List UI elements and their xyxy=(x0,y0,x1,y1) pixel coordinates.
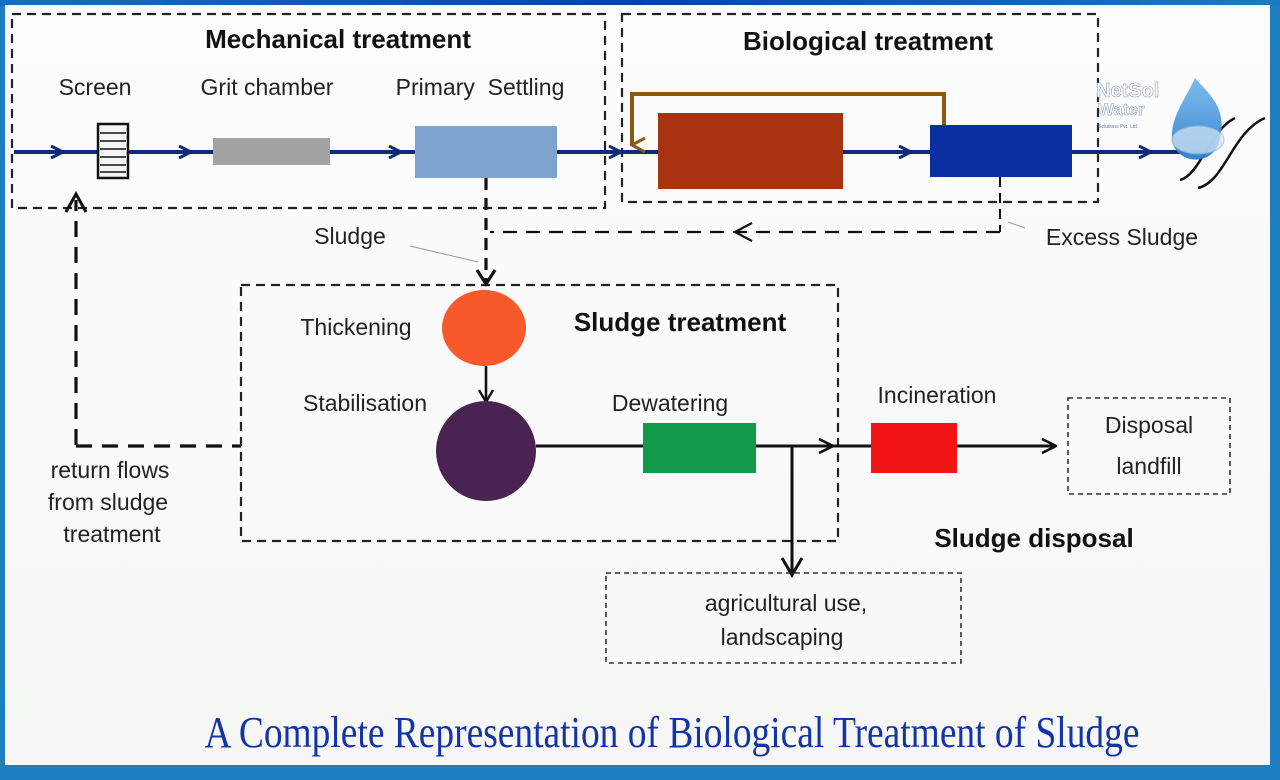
sludge-treatment-title: Sludge treatment xyxy=(574,307,787,337)
logo-line-3: Solutions Pvt. Ltd. xyxy=(1098,124,1138,130)
sludge-leader-line xyxy=(409,245,479,263)
excess-leader-line xyxy=(1007,221,1026,229)
grit-chamber-label: Grit chamber xyxy=(201,74,334,100)
excess-sludge-label: Excess Sludge xyxy=(1046,224,1198,250)
screen-label: Screen xyxy=(59,74,132,100)
dewatering-label: Dewatering xyxy=(612,390,728,416)
dewatering-unit xyxy=(643,423,756,473)
primary-settling-label: Primary Settling xyxy=(396,74,565,100)
return-flows-label-2: from sludge xyxy=(48,489,168,515)
aeration-tank xyxy=(658,113,843,189)
biological-treatment-box xyxy=(620,12,1100,204)
landfill-label-1: Disposal xyxy=(1105,412,1193,438)
logo-line-1: NetSol xyxy=(1096,80,1159,102)
biological-treatment-title: Biological treatment xyxy=(743,26,993,56)
incineration-label: Incineration xyxy=(878,382,997,408)
agricultural-box xyxy=(605,572,962,664)
secondary-clarifier xyxy=(930,125,1072,177)
sludge-disposal-title: Sludge disposal xyxy=(934,523,1133,553)
agriculture-label-1: agricultural use, xyxy=(705,590,867,616)
primary-settling-unit xyxy=(415,126,557,178)
return-flows-arrowhead xyxy=(64,190,88,213)
sludge-treatment-box xyxy=(239,283,840,543)
screen-icon xyxy=(96,122,130,180)
stabilisation-label: Stabilisation xyxy=(303,390,427,416)
diagram-caption: A Complete Representation of Biological … xyxy=(205,708,1140,757)
return-flows-label-1: return flows xyxy=(51,457,170,483)
mechanical-treatment-title: Mechanical treatment xyxy=(205,24,471,54)
thickening-label: Thickening xyxy=(300,314,411,340)
excess-sludge-arrowhead xyxy=(732,222,753,242)
netsol-water-logo: NetSol Water Solutions Pvt. Ltd. xyxy=(1096,78,1225,160)
landfill-box xyxy=(1067,397,1231,495)
mechanical-treatment-box xyxy=(10,12,607,210)
logo-line-2: Water xyxy=(1098,100,1145,119)
primary-sludge-arrowhead xyxy=(475,269,497,287)
agriculture-arrowhead xyxy=(780,557,804,578)
top-border xyxy=(0,0,1280,6)
landfill-label-2: landfill xyxy=(1116,453,1181,479)
thickening-unit xyxy=(442,290,526,366)
return-sludge-line xyxy=(630,92,946,145)
stabilisation-unit xyxy=(436,401,536,501)
sludge-label: Sludge xyxy=(314,223,386,249)
grit-chamber-unit xyxy=(213,138,330,165)
return-flows-label-3: treatment xyxy=(63,521,161,547)
incineration-unit xyxy=(871,423,957,473)
agriculture-label-2: landscaping xyxy=(721,624,844,650)
